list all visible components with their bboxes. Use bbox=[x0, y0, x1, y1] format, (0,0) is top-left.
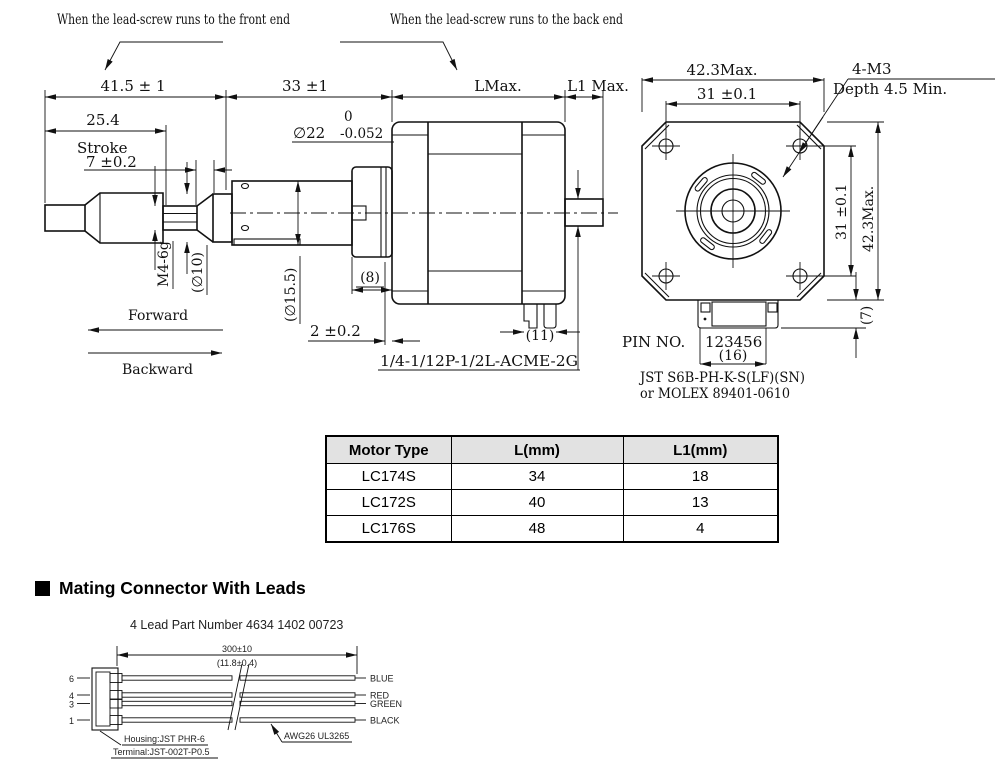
dim-25-4: 25.4 bbox=[86, 111, 119, 129]
note-front-end: When the lead-screw runs to the front en… bbox=[57, 12, 290, 28]
pin-number-3: 3 bbox=[69, 700, 74, 710]
housing-note: Housing:JST PHR-6 bbox=[124, 734, 205, 744]
dim-42-3-top: 42.3Max. bbox=[687, 61, 758, 79]
dia-15-5-label: (∅15.5) bbox=[283, 268, 299, 322]
wire-label-black: BLACK bbox=[370, 716, 400, 726]
jst-connector-line1: JST S6B-PH-K-S(LF)(SN) bbox=[638, 370, 805, 386]
table-header-row: Motor Type L(mm) L1(mm) bbox=[325, 435, 779, 464]
side-view-back-shaft bbox=[564, 198, 604, 227]
section-bullet-icon bbox=[35, 581, 50, 596]
dia-22-tol-upper: 0 bbox=[344, 109, 353, 125]
table-row: LC176S 48 4 bbox=[325, 515, 779, 543]
m3-callout-line1: 4-M3 bbox=[852, 60, 892, 78]
col-header-l1: L1(mm) bbox=[622, 435, 779, 464]
l-cell: 48 bbox=[450, 515, 624, 543]
front-view-pilot bbox=[676, 154, 790, 268]
motor-spec-table: Motor Type L(mm) L1(mm) LC174S 34 18 LC1… bbox=[325, 435, 779, 543]
dim-41-5: 41.5 ± 1 bbox=[100, 77, 165, 95]
dim-31-right: 31 ±0.1 bbox=[834, 184, 850, 240]
side-view-pins bbox=[523, 304, 557, 329]
jst-connector-line2: or MOLEX 89401-0610 bbox=[640, 386, 790, 402]
wire-spec-note: AWG26 UL3265 bbox=[284, 731, 349, 741]
thread-m4-label: M4-6g bbox=[156, 241, 172, 287]
col-header-l: L(mm) bbox=[450, 435, 624, 464]
lead-part-number: 4 Lead Part Number 4634 1402 00723 bbox=[130, 618, 344, 632]
wire-label-green: GREEN bbox=[370, 699, 402, 709]
dim-7-right: (7) bbox=[859, 306, 875, 325]
dia-22-tol-lower: -0.052 bbox=[340, 126, 383, 142]
section-title: Mating Connector With Leads bbox=[59, 578, 306, 598]
motor-type-cell: LC176S bbox=[325, 515, 452, 543]
pin-number-6: 6 bbox=[69, 674, 74, 684]
pin-no-label: PIN NO. bbox=[622, 333, 685, 351]
pin-number-4: 4 bbox=[69, 691, 74, 701]
dim-stroke-7: 7 ±0.2 bbox=[86, 153, 137, 171]
side-view-slider bbox=[44, 192, 233, 244]
dim-2: 2 ±0.2 bbox=[310, 322, 361, 340]
forward-label: Forward bbox=[128, 308, 188, 324]
dia-22-label: ∅22 bbox=[293, 124, 325, 142]
dim-33: 33 ±1 bbox=[282, 77, 328, 95]
pin-number-1: 1 bbox=[69, 716, 74, 726]
dim-11: (11) bbox=[526, 328, 555, 344]
dim-8: (8) bbox=[360, 270, 380, 286]
dim-42-3-right: 42.3Max. bbox=[861, 186, 877, 252]
dia-10-label: (∅10) bbox=[190, 252, 206, 293]
stroke-label: Stroke bbox=[77, 139, 128, 157]
m3-callout-line2: Depth 4.5 Min. bbox=[833, 80, 947, 98]
dim-l1max: L1 Max. bbox=[567, 77, 629, 95]
l1-cell: 13 bbox=[622, 489, 779, 516]
terminal-note: Terminal:JST-002T-P0.5 bbox=[113, 747, 210, 757]
l-cell: 40 bbox=[450, 489, 624, 516]
mating-connector-heading: Mating Connector With Leads bbox=[35, 578, 306, 599]
motor-type-cell: LC174S bbox=[325, 463, 452, 490]
dim-lmax: LMax. bbox=[474, 77, 522, 95]
pin-digits: 123456 bbox=[705, 333, 762, 351]
lead-length-dim: 300±10 bbox=[222, 644, 252, 654]
wire-label-blue: BLUE bbox=[370, 674, 394, 684]
side-view-front-hub bbox=[351, 166, 393, 258]
backward-label: Backward bbox=[122, 362, 193, 378]
l1-cell: 4 bbox=[622, 515, 779, 543]
note-back-end: When the lead-screw runs to the back end bbox=[390, 12, 623, 28]
table-row: LC172S 40 13 bbox=[325, 489, 779, 516]
note-leaders bbox=[104, 41, 458, 71]
front-view-dimensions bbox=[641, 77, 995, 367]
l-cell: 34 bbox=[450, 463, 624, 490]
table-row: LC174S 34 18 bbox=[325, 463, 779, 490]
dim-31-top: 31 ±0.1 bbox=[697, 85, 757, 103]
l1-cell: 18 bbox=[622, 463, 779, 490]
wire-label-red: RED bbox=[370, 691, 390, 701]
side-view-dimensions bbox=[44, 90, 604, 371]
motor-type-cell: LC172S bbox=[325, 489, 452, 516]
dim-16: (16) bbox=[719, 348, 748, 364]
col-header-motor-type: Motor Type bbox=[325, 435, 452, 464]
acme-spec: 1/4-1/12P-1/2L-ACME-2G bbox=[380, 352, 578, 370]
front-view-connector bbox=[697, 300, 779, 329]
lead-length-dim-inch: (11.8±0.4) bbox=[217, 658, 257, 668]
mating-connector-drawing bbox=[77, 646, 366, 759]
